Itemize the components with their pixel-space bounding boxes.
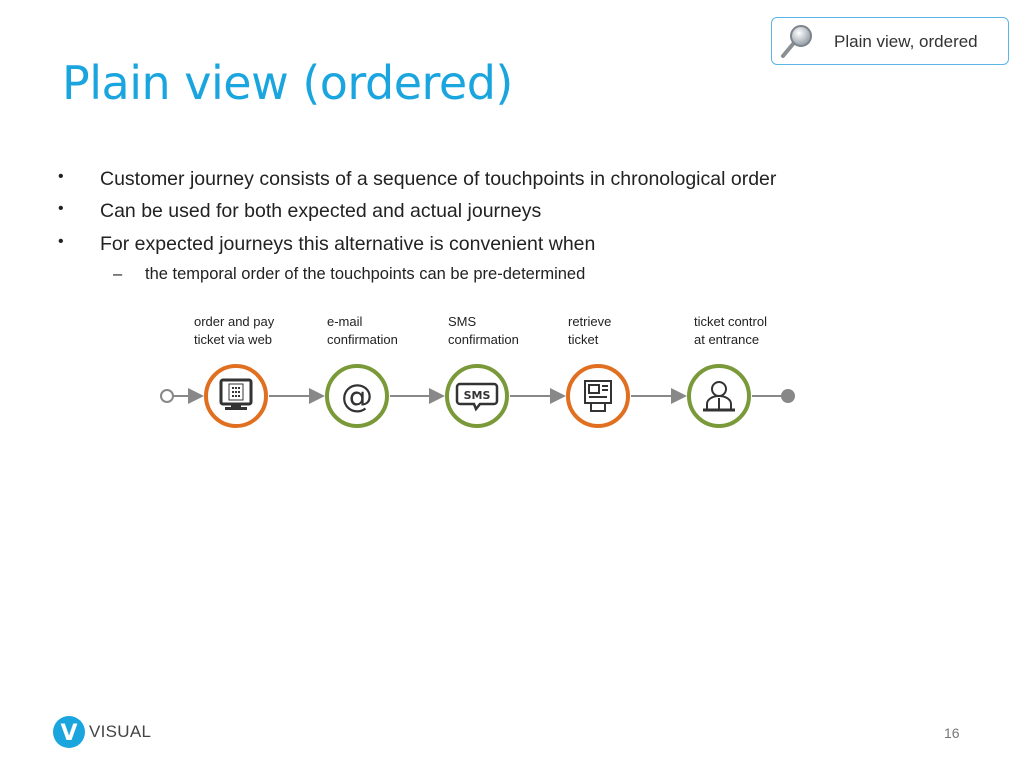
ticket-machine-icon [584, 380, 612, 412]
staff-person-icon [703, 381, 735, 412]
sub-bullet-text: the temporal order of the touchpoints ca… [145, 265, 586, 283]
journey-start-node [160, 389, 174, 403]
bullet-item: • For expected journeys this alternative… [58, 233, 596, 256]
bullet-text: For expected journeys this alternative i… [100, 233, 596, 255]
journey-end-node [781, 389, 795, 403]
brand-logo: V VISUAL [53, 716, 173, 748]
page-number: 16 [944, 725, 960, 741]
svg-text:SMS: SMS [464, 389, 491, 402]
bullet-text: Customer journey consists of a sequence … [100, 168, 777, 190]
visual-logo-icon: V [53, 716, 85, 748]
bullet-item: • Can be used for both expected and actu… [58, 200, 542, 223]
bullet-marker: • [58, 233, 64, 250]
bullet-marker: • [58, 168, 64, 185]
page-title: Plain view (ordered) [62, 56, 513, 110]
touchpoint-web[interactable] [204, 364, 268, 428]
svg-text:V: V [60, 721, 77, 746]
touchpoint-control[interactable] [687, 364, 751, 428]
touchpoint-sms[interactable]: SMS [445, 364, 509, 428]
web-terminal-icon [219, 378, 253, 410]
bullet-marker: • [58, 200, 64, 217]
bullet-item: • Customer journey consists of a sequenc… [58, 168, 777, 191]
brand-name: VISUAL [89, 722, 152, 741]
touchpoint-label: retrieve ticket [568, 314, 612, 347]
bullet-text: Can be used for both expected and actual… [100, 200, 542, 222]
sub-bullet-item: – the temporal order of the touchpoints … [113, 265, 586, 284]
touchpoint-retrieve[interactable] [566, 364, 630, 428]
view-mode-label: Plain view, ordered [834, 32, 978, 51]
touchpoint-email[interactable]: @ [325, 364, 389, 428]
sms-bubble-icon: SMS [455, 382, 499, 412]
touchpoint-label: ticket control at entrance [694, 314, 767, 347]
magnifier-icon [781, 25, 812, 58]
at-sign-icon: @ [341, 377, 373, 415]
touchpoint-label: e-mail confirmation [327, 314, 398, 347]
view-mode-badge[interactable]: Plain view, ordered [771, 17, 1009, 65]
touchpoint-label: SMS confirmation [448, 314, 519, 347]
touchpoint-label: order and pay ticket via web [194, 314, 275, 347]
sub-bullet-marker: – [113, 265, 123, 283]
